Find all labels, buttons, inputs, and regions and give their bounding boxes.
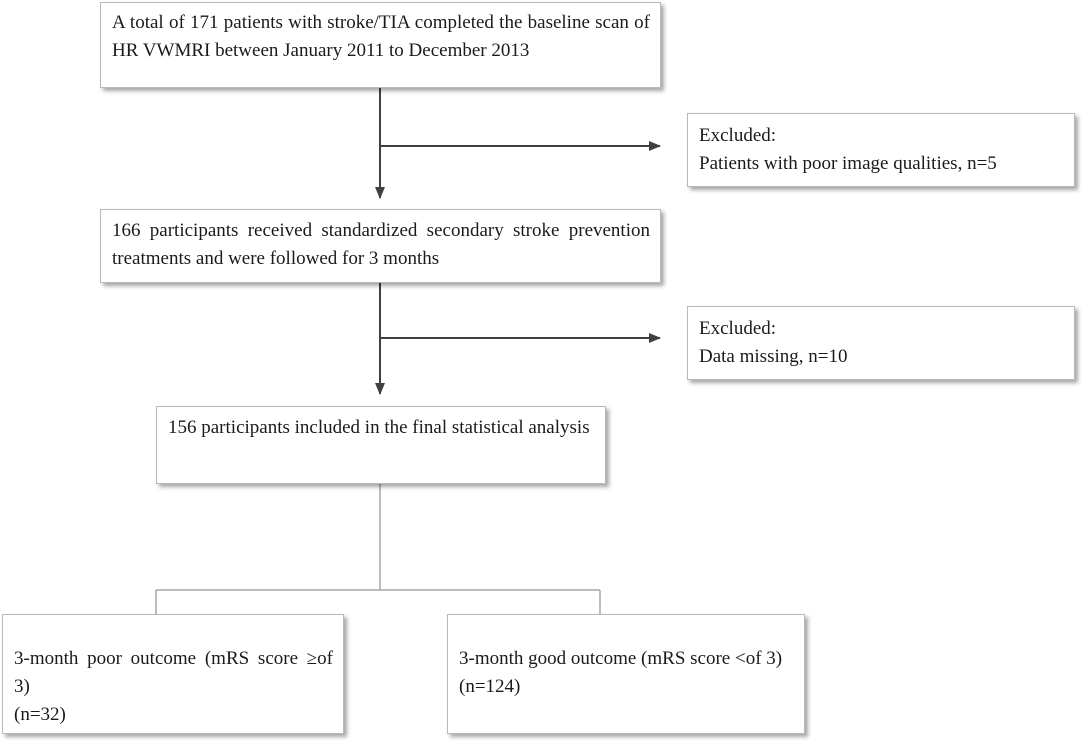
followed-text: 166 participants received standardized s…: [112, 220, 650, 269]
good-outcome-box: 3-month good outcome (mRS score <of 3) (…: [447, 614, 805, 734]
excluded-1-text: Patients with poor image qualities, n=5: [699, 153, 997, 174]
excluded-2-text: Data missing, n=10: [699, 346, 848, 367]
followed-box: 166 participants received standardized s…: [100, 209, 661, 283]
enrolled-text: A total of 171 patients with stroke/TIA …: [112, 12, 650, 61]
enrolled-box: A total of 171 patients with stroke/TIA …: [100, 2, 661, 88]
poor-outcome-text: 3-month poor outcome (mRS score ≥of 3): [14, 648, 333, 697]
good-outcome-text: 3-month good outcome (mRS score <of 3): [459, 648, 783, 669]
poor-outcome-count: (n=32): [14, 704, 66, 725]
excluded-box-2: Excluded: Data missing, n=10: [687, 306, 1075, 380]
good-outcome-count: (n=124): [459, 676, 521, 697]
excluded-1-title: Excluded:: [699, 125, 777, 146]
poor-outcome-box: 3-month poor outcome (mRS score ≥of 3) (…: [2, 614, 344, 734]
excluded-2-title: Excluded:: [699, 318, 777, 339]
analyzed-text: 156 participants included in the final s…: [168, 417, 590, 438]
analyzed-box: 156 participants included in the final s…: [156, 406, 606, 484]
excluded-box-1: Excluded: Patients with poor image quali…: [687, 113, 1075, 187]
